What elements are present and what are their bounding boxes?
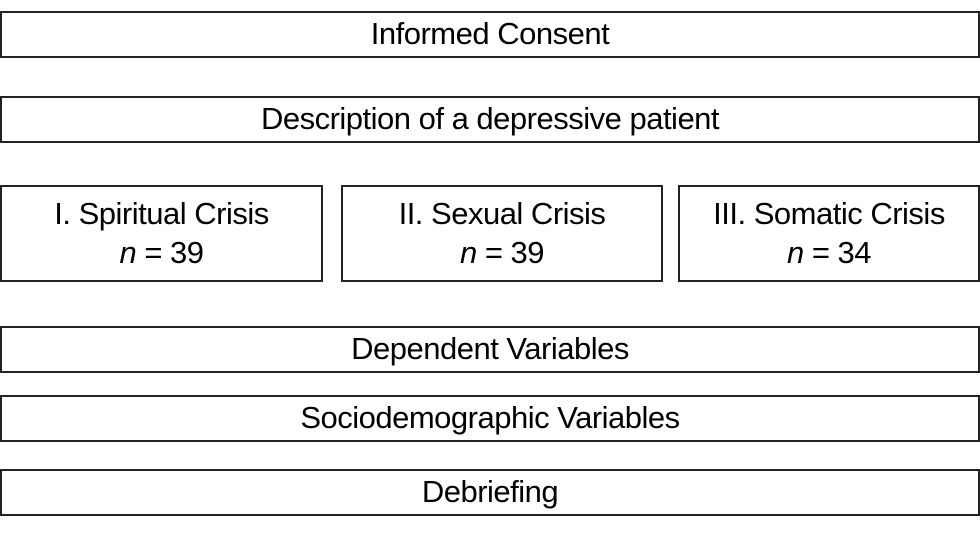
informed-consent-box: Informed Consent (0, 11, 980, 58)
sociodemographic-variables-label: Sociodemographic Variables (300, 400, 680, 436)
sample-size: n = 39 (459, 234, 545, 270)
sample-size: n = 34 (786, 234, 872, 270)
debriefing-box: Debriefing (0, 469, 980, 516)
informed-consent-label: Informed Consent (370, 16, 610, 52)
dependent-variables-label: Dependent Variables (351, 331, 629, 367)
patient-description-box: Description of a depressive patient (0, 96, 980, 143)
condition-label: III. Somatic Crisis (713, 195, 945, 231)
spiritual-crisis-box: I. Spiritual Crisis n = 39 (0, 185, 323, 282)
dependent-variables-box: Dependent Variables (0, 326, 980, 373)
sociodemographic-variables-box: Sociodemographic Variables (0, 395, 980, 442)
debriefing-label: Debriefing (421, 474, 559, 510)
somatic-crisis-box: III. Somatic Crisis n = 34 (678, 185, 980, 282)
condition-label: I. Spiritual Crisis (54, 195, 269, 231)
sexual-crisis-box: II. Sexual Crisis n = 39 (341, 185, 663, 282)
patient-description-label: Description of a depressive patient (260, 101, 720, 137)
sample-size: n = 39 (119, 234, 204, 270)
condition-label: II. Sexual Crisis (398, 195, 606, 231)
